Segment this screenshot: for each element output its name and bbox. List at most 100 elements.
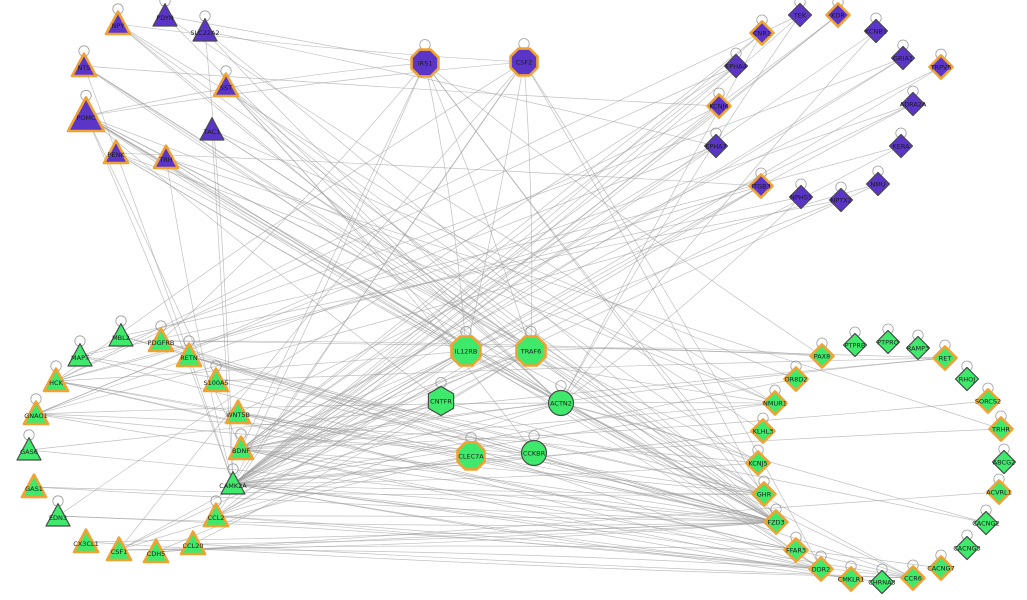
node-NMU[interactable] <box>865 171 891 197</box>
node-GAS6[interactable] <box>16 437 42 461</box>
edge-CNR1-CAMK2A <box>232 32 763 485</box>
node-EPHA7[interactable] <box>703 133 729 159</box>
node-GHR[interactable] <box>751 481 777 507</box>
node-KCNB1[interactable] <box>863 18 889 44</box>
node-PENK[interactable] <box>102 139 130 165</box>
node-TAC1[interactable] <box>199 117 225 141</box>
node-SORCS2[interactable] <box>975 388 1001 414</box>
node-MBL2[interactable] <box>108 323 134 347</box>
node-PDYN[interactable] <box>152 3 178 27</box>
edge-GNAO1-FZD3 <box>35 413 777 523</box>
node-NPTX2[interactable] <box>828 187 854 213</box>
node-NTS[interactable] <box>70 52 98 78</box>
node-GRIA1[interactable] <box>890 45 916 71</box>
MAPT-shape <box>67 343 93 367</box>
edge-BDNF-FZD3 <box>240 448 777 523</box>
node-POMC[interactable] <box>66 96 106 133</box>
node-PDGFRB[interactable] <box>147 327 175 353</box>
RETN-shape <box>175 342 203 368</box>
node-CNTFR[interactable] <box>427 385 455 417</box>
edge-SLC22A2-FZD3 <box>204 30 777 523</box>
node-CAMK2A[interactable] <box>220 471 246 495</box>
KCNB1-shape <box>863 18 889 44</box>
node-WNT5B[interactable] <box>224 399 252 425</box>
node-S100A5[interactable] <box>202 367 230 393</box>
node-PTPRB[interactable] <box>842 332 868 358</box>
node-ACTN2[interactable] <box>547 389 575 417</box>
node-TRH[interactable] <box>152 144 180 170</box>
GHR-shape <box>751 481 777 507</box>
edge-POMC-IL12RB <box>85 115 467 352</box>
node-CDH5[interactable] <box>142 538 170 564</box>
node-OR8D2[interactable] <box>783 366 809 392</box>
node-KLHL3[interactable] <box>750 418 776 444</box>
CACNG3-shape <box>954 535 980 561</box>
node-PAX8[interactable] <box>809 343 835 369</box>
node-PTPRO[interactable] <box>875 329 901 355</box>
edge-CLEC7A-CSF1 <box>118 455 472 551</box>
node-RETN[interactable] <box>175 342 203 368</box>
node-DDR2[interactable] <box>808 556 834 582</box>
node-NPHS1[interactable] <box>788 184 814 210</box>
node-BDNF[interactable] <box>227 435 255 461</box>
GRIA1-shape <box>890 45 916 71</box>
node-CACNG7[interactable] <box>928 555 954 581</box>
node-CSF1[interactable] <box>105 536 133 562</box>
node-CLEC7A[interactable] <box>456 441 486 471</box>
edge-GRIA1-MAPT <box>79 57 904 357</box>
node-IL12RB[interactable] <box>450 335 482 367</box>
node-KERA[interactable] <box>888 133 914 159</box>
node-GAS1[interactable] <box>20 473 48 499</box>
node-CACNG3[interactable] <box>954 535 980 561</box>
node-GNAO1[interactable] <box>22 400 50 426</box>
node-CMKLR1[interactable] <box>838 566 864 592</box>
node-ADRA2A[interactable] <box>900 91 926 117</box>
node-EDN3[interactable] <box>45 503 71 527</box>
node-TRAF6[interactable] <box>515 335 547 367</box>
KCNJ5-shape <box>745 450 771 476</box>
node-CCL20[interactable] <box>179 530 207 556</box>
node-CCR6[interactable] <box>900 565 926 591</box>
edge-S100A5-RET <box>215 357 946 382</box>
node-ABCG2[interactable] <box>991 449 1017 475</box>
SLC22A2-shape <box>192 18 218 42</box>
node-TRPV5[interactable] <box>928 54 954 80</box>
node-KCNJ6[interactable] <box>706 93 732 119</box>
node-SST[interactable] <box>212 72 240 98</box>
node-CACNG2[interactable] <box>973 510 999 536</box>
node-RHOJ[interactable] <box>954 366 980 392</box>
edge-NMU-CAMK2A <box>232 183 879 485</box>
edge-EPHA4-EDN3 <box>57 65 737 517</box>
node-RET[interactable] <box>932 345 958 371</box>
node-CCL2[interactable] <box>202 502 230 528</box>
edge-GAS1-FZD3 <box>33 486 777 523</box>
node-CHRNA3[interactable] <box>869 569 895 595</box>
PENK-shape <box>102 139 130 165</box>
node-FFAR3[interactable] <box>783 537 809 563</box>
edge-SST-FZD3 <box>225 85 777 523</box>
node-CSF2[interactable] <box>509 47 539 77</box>
node-ITGB3[interactable] <box>748 173 774 199</box>
PDGFRB-shape <box>147 327 175 353</box>
node-TEK[interactable] <box>787 2 813 28</box>
node-NPY[interactable] <box>104 10 132 36</box>
node-NMUR1[interactable] <box>762 390 788 416</box>
node-ACVRL1[interactable] <box>986 479 1012 505</box>
node-KCNJ5[interactable] <box>745 450 771 476</box>
node-CX3CL1[interactable] <box>72 528 100 554</box>
node-SLC22A2[interactable] <box>192 18 218 42</box>
node-EPHA4[interactable] <box>723 53 749 79</box>
node-MAPT[interactable] <box>67 343 93 367</box>
NMUR1-shape <box>762 390 788 416</box>
node-RAMP3[interactable] <box>905 335 931 361</box>
edge-ADRA2A-BDNF <box>240 103 914 450</box>
node-KDR[interactable] <box>825 2 851 28</box>
node-HCK[interactable] <box>42 367 70 393</box>
node-FZD3[interactable] <box>763 509 789 535</box>
node-TRHR[interactable] <box>988 416 1014 442</box>
node-IRS1[interactable] <box>410 48 440 78</box>
node-CCKBR[interactable] <box>520 439 548 467</box>
node-CNR1[interactable] <box>749 20 775 46</box>
edge-CSF2-IL12RB <box>465 61 525 352</box>
